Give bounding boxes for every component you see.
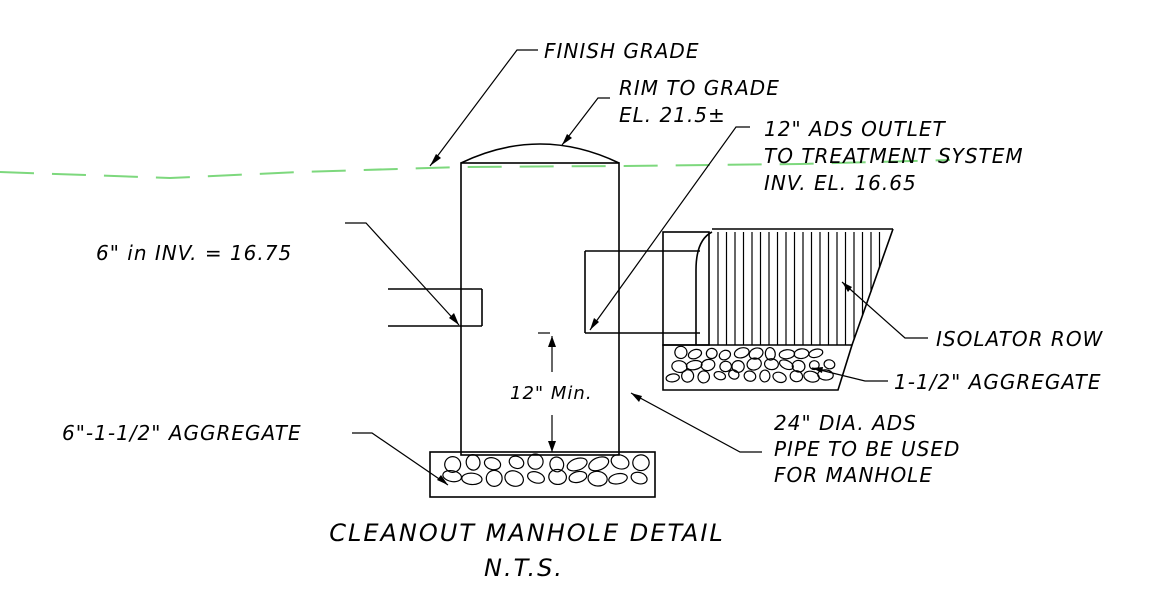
inlet-invert-label: 6" in INV. = 16.75 <box>96 241 292 265</box>
isolator-corrugations <box>717 232 881 345</box>
aggregate-stone <box>823 359 836 370</box>
aggregate-stone <box>789 370 804 383</box>
finish-grade-label: FINISH GRADE <box>544 39 699 63</box>
aggregate-stone <box>508 455 525 470</box>
aggregate-stone <box>808 360 820 371</box>
aggregate-stone <box>733 347 750 359</box>
drawing-scale: N.T.S. <box>484 554 564 582</box>
manhole-dome <box>460 143 620 164</box>
outlet-label-line1: 12" ADS OUTLET <box>764 117 947 141</box>
aggregate-stone <box>681 369 695 383</box>
aggregate-stone <box>803 370 820 383</box>
aggregate-stone <box>671 360 688 374</box>
rim-to-grade-label: RIM TO GRADE <box>619 76 780 100</box>
pipe-label-line3: FOR MANHOLE <box>774 463 933 487</box>
aggregate-stone <box>483 457 502 471</box>
aggregate-stone <box>548 468 568 486</box>
aggregate-stone <box>549 456 565 473</box>
aggregate-stone <box>772 371 787 384</box>
aggregate-stone <box>759 369 771 383</box>
aggregate-stone <box>728 369 740 380</box>
aggregate-stone <box>687 348 703 360</box>
aggregate-stone <box>793 348 810 360</box>
aggregate-stone <box>588 456 610 472</box>
leader-lines <box>345 49 928 486</box>
pipe-label-line2: PIPE TO BE USED <box>774 437 960 461</box>
finish-grade-line <box>0 159 951 180</box>
inlet-pipe <box>388 288 483 327</box>
outlet-label-line3: INV. EL. 16.65 <box>764 171 917 195</box>
outlet-label-line2: TO TREATMENT SYSTEM <box>764 144 1024 168</box>
aggregate-stone <box>791 359 806 373</box>
min-dimension-line <box>538 332 556 452</box>
aggregate-stone <box>504 470 524 487</box>
aggregate-stone <box>697 370 711 384</box>
aggregate-stone <box>630 471 648 485</box>
aggregate-stone <box>763 358 779 371</box>
isolator-row-label: ISOLATOR ROW <box>936 327 1104 351</box>
aggregate-stone <box>778 349 796 360</box>
aggregate-stone <box>608 472 628 485</box>
rim-elevation-label: EL. 21.5± <box>619 103 726 127</box>
drawing-title: CLEANOUT MANHOLE DETAIL <box>329 519 725 547</box>
aggregate-stone <box>743 370 757 382</box>
aggregate-right-label: 1-1/2" AGGREGATE <box>894 370 1101 394</box>
aggregate-stone <box>713 370 727 381</box>
aggregate-stone <box>444 456 462 473</box>
aggregate-stone <box>705 347 718 360</box>
pipe-label-line1: 24" DIA. ADS <box>774 411 917 435</box>
aggregate-right-bed <box>662 344 854 391</box>
aggregate-stone <box>764 346 776 361</box>
aggregate-stone <box>527 453 544 470</box>
aggregate-stone <box>731 360 745 373</box>
min-dimension-label: 12" Min. <box>510 383 593 404</box>
aggregate-stone <box>674 345 688 360</box>
aggregate-stone <box>718 349 732 361</box>
manhole-body <box>460 143 620 456</box>
aggregate-stone <box>566 457 588 472</box>
aggregate-stone <box>527 471 545 484</box>
aggregate-left-label: 6"-1-1/2" AGGREGATE <box>62 421 302 445</box>
aggregate-stone <box>587 470 608 487</box>
aggregate-stone <box>808 348 824 359</box>
aggregate-stone <box>817 369 834 381</box>
aggregate-stone <box>746 357 762 371</box>
aggregate-stone <box>610 454 630 470</box>
aggregate-left-bed <box>429 451 656 498</box>
aggregate-stone <box>461 472 483 486</box>
aggregate-stone <box>465 454 481 471</box>
outlet-pipe <box>584 250 700 334</box>
aggregate-stone <box>632 454 650 472</box>
aggregate-stone <box>485 469 503 487</box>
aggregate-stone <box>665 373 680 383</box>
aggregate-stone <box>568 470 588 484</box>
aggregate-stone <box>700 358 716 372</box>
isolator-row-chamber <box>662 228 894 346</box>
